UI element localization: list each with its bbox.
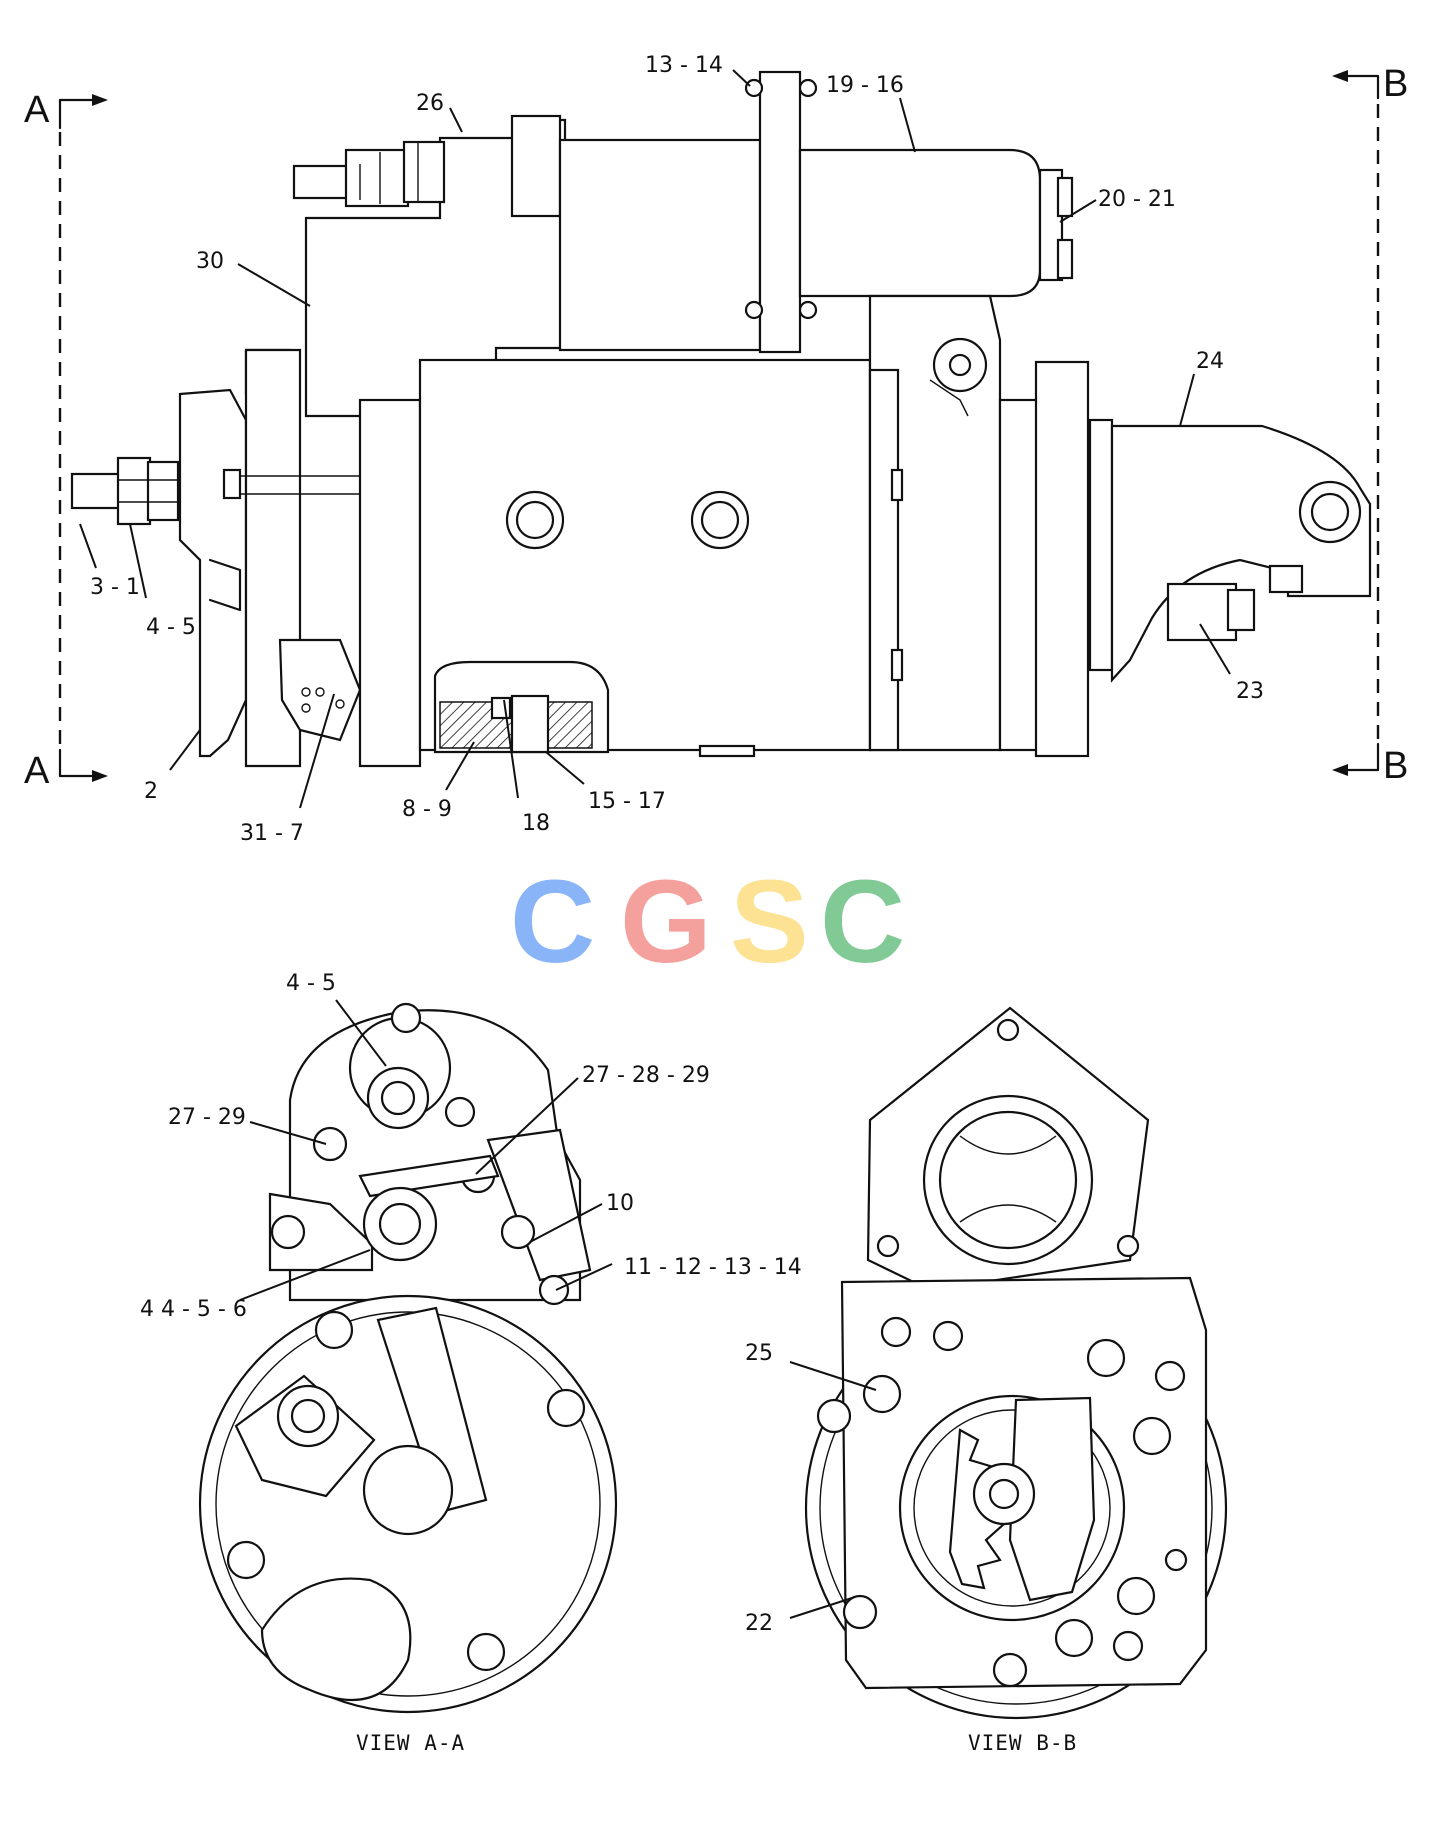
callout-3-1: 3 - 1 bbox=[90, 575, 140, 600]
view-a-a-leaders bbox=[239, 999, 613, 1301]
logo-letter-c1: C bbox=[510, 856, 595, 988]
section-b-top-letter: B bbox=[1383, 63, 1408, 105]
logo-letter-c2: C bbox=[820, 856, 905, 988]
view-b-b-drawing bbox=[804, 1006, 1228, 1720]
cgsc-watermark-logo: C G S C bbox=[510, 856, 905, 988]
section-marker-b: B B bbox=[1332, 63, 1408, 787]
callout-a-4-5: 4 - 5 bbox=[286, 971, 336, 996]
section-b-bottom-letter: B bbox=[1383, 745, 1408, 787]
callout-18: 18 bbox=[522, 811, 550, 836]
view-b-b-label: VIEW B-B bbox=[968, 1731, 1077, 1755]
callout-13-14: 13 - 14 bbox=[645, 53, 723, 78]
callout-a-11-12-13-14: 11 - 12 - 13 - 14 bbox=[624, 1255, 802, 1280]
callout-4-5: 4 - 5 bbox=[146, 615, 196, 640]
callout-a-10: 10 bbox=[606, 1191, 634, 1216]
callout-a-27-28-29: 27 - 28 - 29 bbox=[582, 1063, 710, 1088]
section-a-bottom-letter: A bbox=[24, 750, 50, 792]
callout-23: 23 bbox=[1236, 679, 1264, 704]
callout-30: 30 bbox=[196, 249, 224, 274]
view-b-b-leaders bbox=[789, 1361, 877, 1619]
side-view-leaders bbox=[79, 69, 1231, 809]
section-marker-a: A A bbox=[24, 89, 108, 792]
callout-a-4-5-6: 4 4 - 5 - 6 bbox=[140, 1297, 247, 1322]
callout-15-17: 15 - 17 bbox=[588, 789, 666, 814]
callout-20-21: 20 - 21 bbox=[1098, 187, 1176, 212]
section-a-top-letter: A bbox=[24, 89, 50, 131]
callout-19-16: 19 - 16 bbox=[826, 73, 904, 98]
starter-side-view bbox=[70, 70, 1372, 768]
callout-8-9: 8 - 9 bbox=[402, 797, 452, 822]
callout-b-25: 25 bbox=[745, 1341, 773, 1366]
callout-24: 24 bbox=[1196, 349, 1224, 374]
callout-31-7: 31 - 7 bbox=[240, 821, 304, 846]
callout-a-27-29: 27 - 29 bbox=[168, 1105, 246, 1130]
callout-b-22: 22 bbox=[745, 1611, 773, 1636]
view-a-a-drawing bbox=[198, 1002, 618, 1714]
logo-letter-g: G bbox=[620, 856, 712, 988]
logo-letter-s: S bbox=[730, 856, 809, 988]
callout-2: 2 bbox=[144, 779, 158, 804]
view-a-a-label: VIEW A-A bbox=[356, 1731, 465, 1755]
callout-26: 26 bbox=[416, 91, 444, 116]
